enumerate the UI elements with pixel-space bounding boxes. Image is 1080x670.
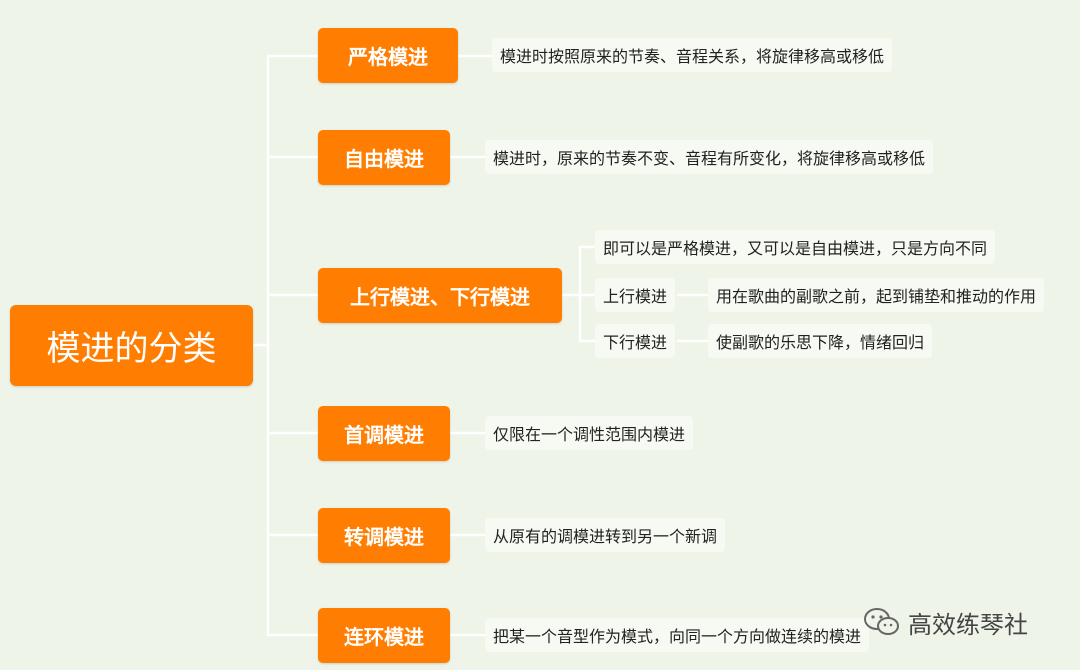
- note-strict-sequence: 模进时按照原来的节奏、音程关系，将旋律移高或移低: [492, 38, 893, 72]
- topic-ascending-descending-sequence[interactable]: 上行模进、下行模进: [318, 268, 562, 323]
- watermark: 高效练琴社: [862, 600, 1028, 644]
- topic-free-sequence[interactable]: 自由模进: [318, 130, 450, 185]
- topic-tonic-sequence[interactable]: 首调模进: [318, 406, 450, 461]
- topic-chain-sequence[interactable]: 连环模进: [318, 608, 450, 663]
- note-ascending-sequence: 用在歌曲的副歌之前，起到铺垫和推动的作用: [708, 278, 1045, 312]
- note-free-sequence: 模进时，原来的节奏不变、音程有所变化，将旋律移高或移低: [485, 140, 934, 174]
- note-tonic-sequence: 仅限在一个调性范围内模进: [485, 416, 694, 450]
- subtopic-ascending-sequence[interactable]: 上行模进: [595, 278, 676, 312]
- subtopic-descending-sequence[interactable]: 下行模进: [595, 324, 676, 358]
- note-modulating-sequence: 从原有的调模进转到另一个新调: [485, 518, 726, 552]
- note-chain-sequence: 把某一个音型作为模式，向同一个方向做连续的模进: [485, 618, 870, 652]
- root-topic[interactable]: 模进的分类: [10, 305, 253, 386]
- watermark-text: 高效练琴社: [908, 610, 1028, 639]
- note-ascending-descending-sequence: 即可以是严格模进，又可以是自由模进，只是方向不同: [595, 230, 996, 264]
- wechat-icon: [864, 608, 899, 635]
- note-descending-sequence: 使副歌的乐思下降，情绪回归: [708, 324, 933, 358]
- topic-strict-sequence[interactable]: 严格模进: [318, 28, 458, 83]
- topic-modulating-sequence[interactable]: 转调模进: [318, 508, 450, 563]
